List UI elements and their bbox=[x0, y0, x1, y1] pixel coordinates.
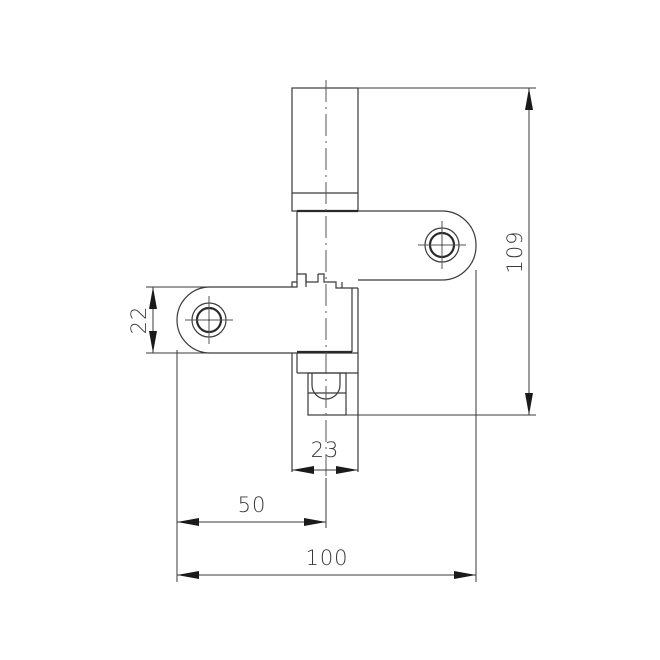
dimension-50-label: 50 bbox=[238, 493, 267, 517]
dimension-100-label: 100 bbox=[305, 546, 348, 570]
lower-arm-hole bbox=[185, 296, 233, 344]
dimension-50: 50 bbox=[176, 350, 327, 582]
dimension-109: 109 bbox=[346, 87, 536, 416]
dimension-22: 22 bbox=[127, 286, 210, 354]
dimension-23: 23 bbox=[292, 438, 358, 474]
barrel-top bbox=[291, 87, 359, 212]
lower-arm bbox=[176, 276, 359, 415]
dimension-109-label: 109 bbox=[503, 230, 527, 273]
dimension-22-label: 22 bbox=[127, 306, 151, 335]
dimension-23-label: 23 bbox=[311, 438, 340, 462]
dimension-100: 100 bbox=[177, 270, 477, 582]
upper-arm bbox=[296, 209, 477, 289]
upper-arm-hole bbox=[418, 221, 466, 269]
